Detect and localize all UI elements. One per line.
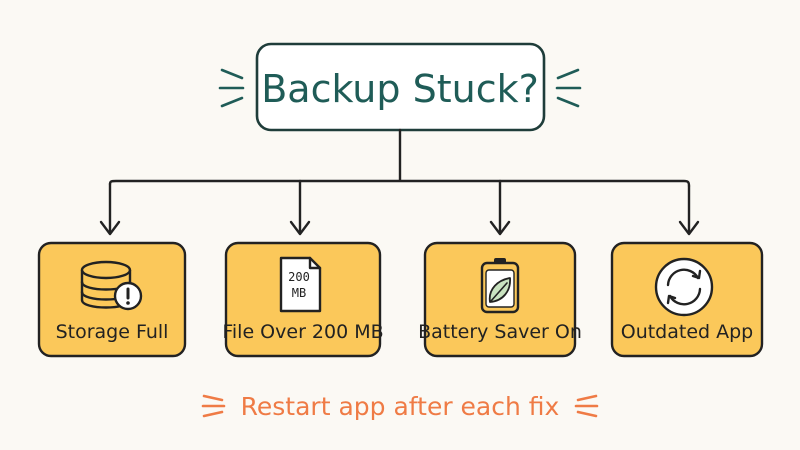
arrowhead-outdated-app [678, 220, 700, 236]
title-emphasis-strokes [218, 68, 582, 108]
refresh-icon [654, 257, 714, 317]
emphasis-stroke [556, 68, 580, 80]
cause-card-file-over-200mb: 200 MB File Over 200 MB [222, 241, 384, 358]
diagram-title: Backup Stuck? [261, 67, 539, 111]
battery-leaf-icon [480, 258, 520, 314]
arrowhead-file-over-200mb [289, 220, 311, 236]
branch-line [108, 179, 691, 188]
emphasis-stroke [576, 394, 598, 402]
emphasis-stroke [576, 410, 598, 418]
footer-tip: Restart app after each fix [241, 392, 560, 421]
emphasis-stroke [202, 394, 224, 402]
cause-card-outdated-app: Outdated App [610, 241, 764, 358]
emphasis-stroke [556, 96, 580, 108]
file-size-icon-unit: MB [292, 286, 306, 300]
title-node: Backup Stuck? [255, 42, 546, 132]
emphasis-stroke [220, 96, 244, 108]
file-size-icon: 200 MB [279, 256, 322, 313]
emphasis-stroke [202, 410, 224, 418]
cause-label: File Over 200 MB [222, 321, 383, 343]
cause-card-storage-full: Storage Full [37, 241, 187, 358]
cause-label: Battery Saver On [418, 321, 582, 343]
arrowhead-battery-saver [489, 220, 511, 236]
database-warning-icon [80, 260, 143, 311]
arrowhead-storage-full [99, 220, 121, 236]
cause-label: Outdated App [621, 321, 754, 343]
footer-emphasis-strokes [201, 394, 599, 418]
footer-note: Restart app after each fix [201, 392, 599, 421]
cause-label: Storage Full [56, 321, 169, 343]
connectors [99, 128, 700, 236]
file-size-icon-number: 200 [288, 270, 310, 284]
emphasis-stroke [220, 68, 244, 80]
cause-card-battery-saver-on: Battery Saver On [418, 241, 582, 358]
